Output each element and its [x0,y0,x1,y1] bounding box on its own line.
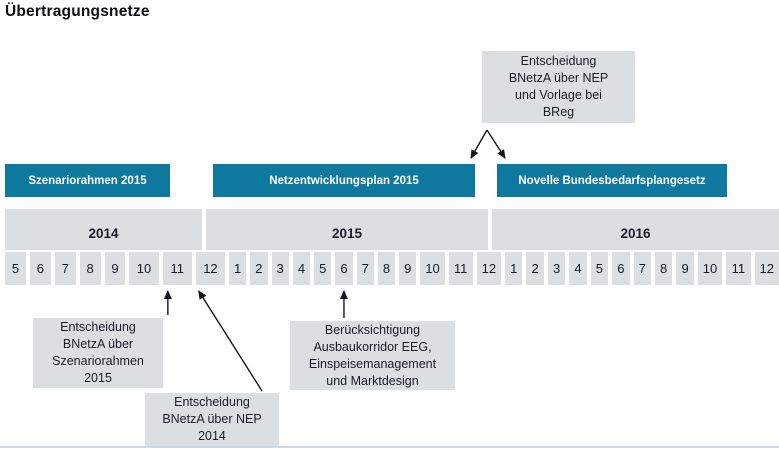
year-band-2016: 2016 [492,209,779,250]
arrow-breg-to-novelle-bar [486,129,506,159]
year-band-2014: 2014 [5,209,202,250]
month-cell-2016-4: 4 [569,252,587,285]
month-cell-2015-2: 2 [250,252,268,285]
month-cell-2015-9: 9 [399,252,417,285]
month-cell-2016-6: 6 [612,252,630,285]
phase-bar-novelle-bundesbedarfsplangesetz: Novelle Bundesbedarfsplangesetz [497,164,727,197]
month-cell-2014-12: 12 [195,252,226,285]
month-cell-2016-3: 3 [547,252,566,285]
month-cell-2015-8: 8 [377,252,396,285]
month-cell-2016-7: 7 [633,252,651,285]
callout-nep-breg: Entscheidung BNetzA über NEP und Vorlage… [482,51,635,123]
month-cell-2015-10: 10 [420,252,445,285]
month-cell-2014-10: 10 [129,252,159,285]
bottom-rule [0,446,779,448]
month-cell-2014-8: 8 [79,252,101,285]
month-cell-2015-12: 12 [476,252,501,285]
month-cell-2014-11: 11 [162,252,192,285]
callout-szenariorahmen: Entscheidung BNetzA über Szenariorahmen … [33,318,163,388]
phase-bar-netzentwicklungsplan: Netzentwicklungsplan 2015 [213,164,475,197]
page-title: Übertragungsnetze [5,3,150,20]
month-cell-2014-6: 6 [29,252,51,285]
month-cell-2016-10: 10 [697,252,723,285]
month-cell-2016-9: 9 [676,252,694,285]
month-cell-2014-7: 7 [54,252,76,285]
callout-eeg: Berücksichtigung Ausbaukorridor EEG, Ein… [290,321,455,390]
month-cell-2015-3: 3 [271,252,289,285]
month-cell-2015-6: 6 [335,252,353,285]
month-cell-2015-4: 4 [292,252,311,285]
phase-bar-szenariorahmen: Szenariorahmen 2015 [5,164,170,197]
year-band-2015: 2015 [206,209,488,250]
month-cell-2014-9: 9 [104,252,126,285]
month-cell-2015-5: 5 [314,252,332,285]
month-cell-2016-1: 1 [505,252,523,285]
arrow-nep2014-to-month-12-2014 [198,290,263,392]
month-cell-2016-11: 11 [726,252,751,285]
month-cell-2016-8: 8 [654,252,673,285]
month-cell-2016-2: 2 [526,252,544,285]
month-cell-2015-1: 1 [229,252,247,285]
arrow-breg-to-nep-bar [470,129,488,159]
callout-nep-2014: Entscheidung BNetzA über NEP 2014 [145,393,279,446]
month-cell-2015-7: 7 [356,252,374,285]
month-cell-2015-11: 11 [448,252,473,285]
month-cell-2014-5: 5 [5,252,26,285]
month-cell-2016-5: 5 [590,252,609,285]
month-cell-2016-12: 12 [754,252,779,285]
